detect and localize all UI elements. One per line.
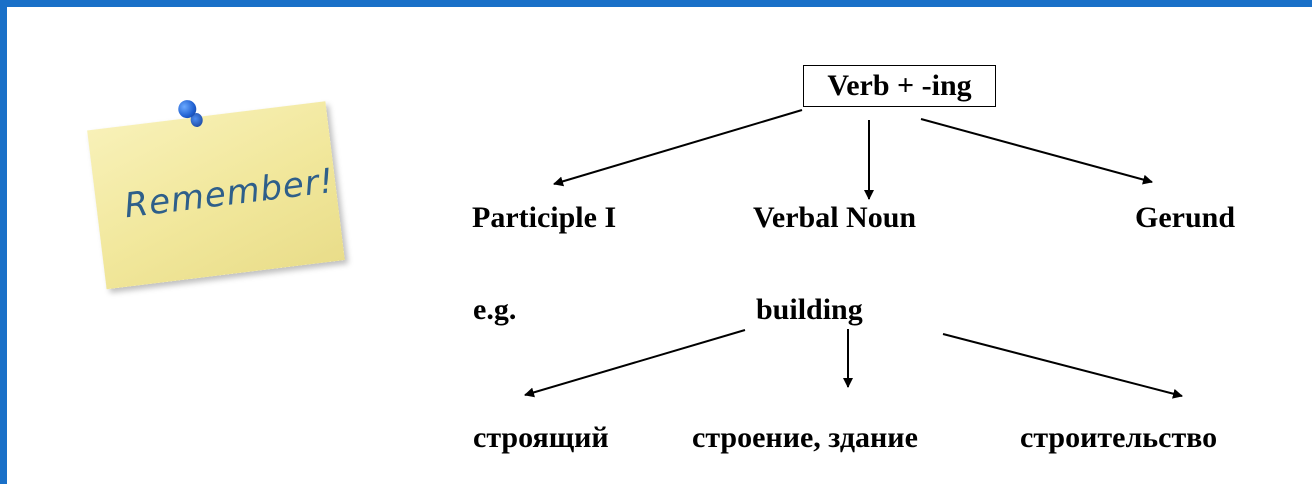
translation-participle: строящий <box>473 421 609 454</box>
category-participle: Participle I <box>472 201 617 234</box>
root-node-label: Verb + -ing <box>827 69 972 102</box>
arrow-root-to-participle <box>553 109 803 187</box>
arrow-example-to-participle <box>524 329 746 398</box>
root-node-box: Verb + -ing <box>803 65 996 107</box>
category-verbal-noun: Verbal Noun <box>753 201 917 234</box>
translation-verbal-noun: строение, здание <box>692 421 918 454</box>
example-label: e.g. <box>473 293 517 326</box>
category-gerund: Gerund <box>1135 201 1236 234</box>
arrow-example-to-gerund <box>942 333 1183 399</box>
arrow-root-to-gerund <box>920 118 1153 185</box>
diagram-arrows <box>524 109 1183 399</box>
translation-gerund: строительство <box>1020 421 1218 454</box>
example-word: building <box>756 293 863 326</box>
